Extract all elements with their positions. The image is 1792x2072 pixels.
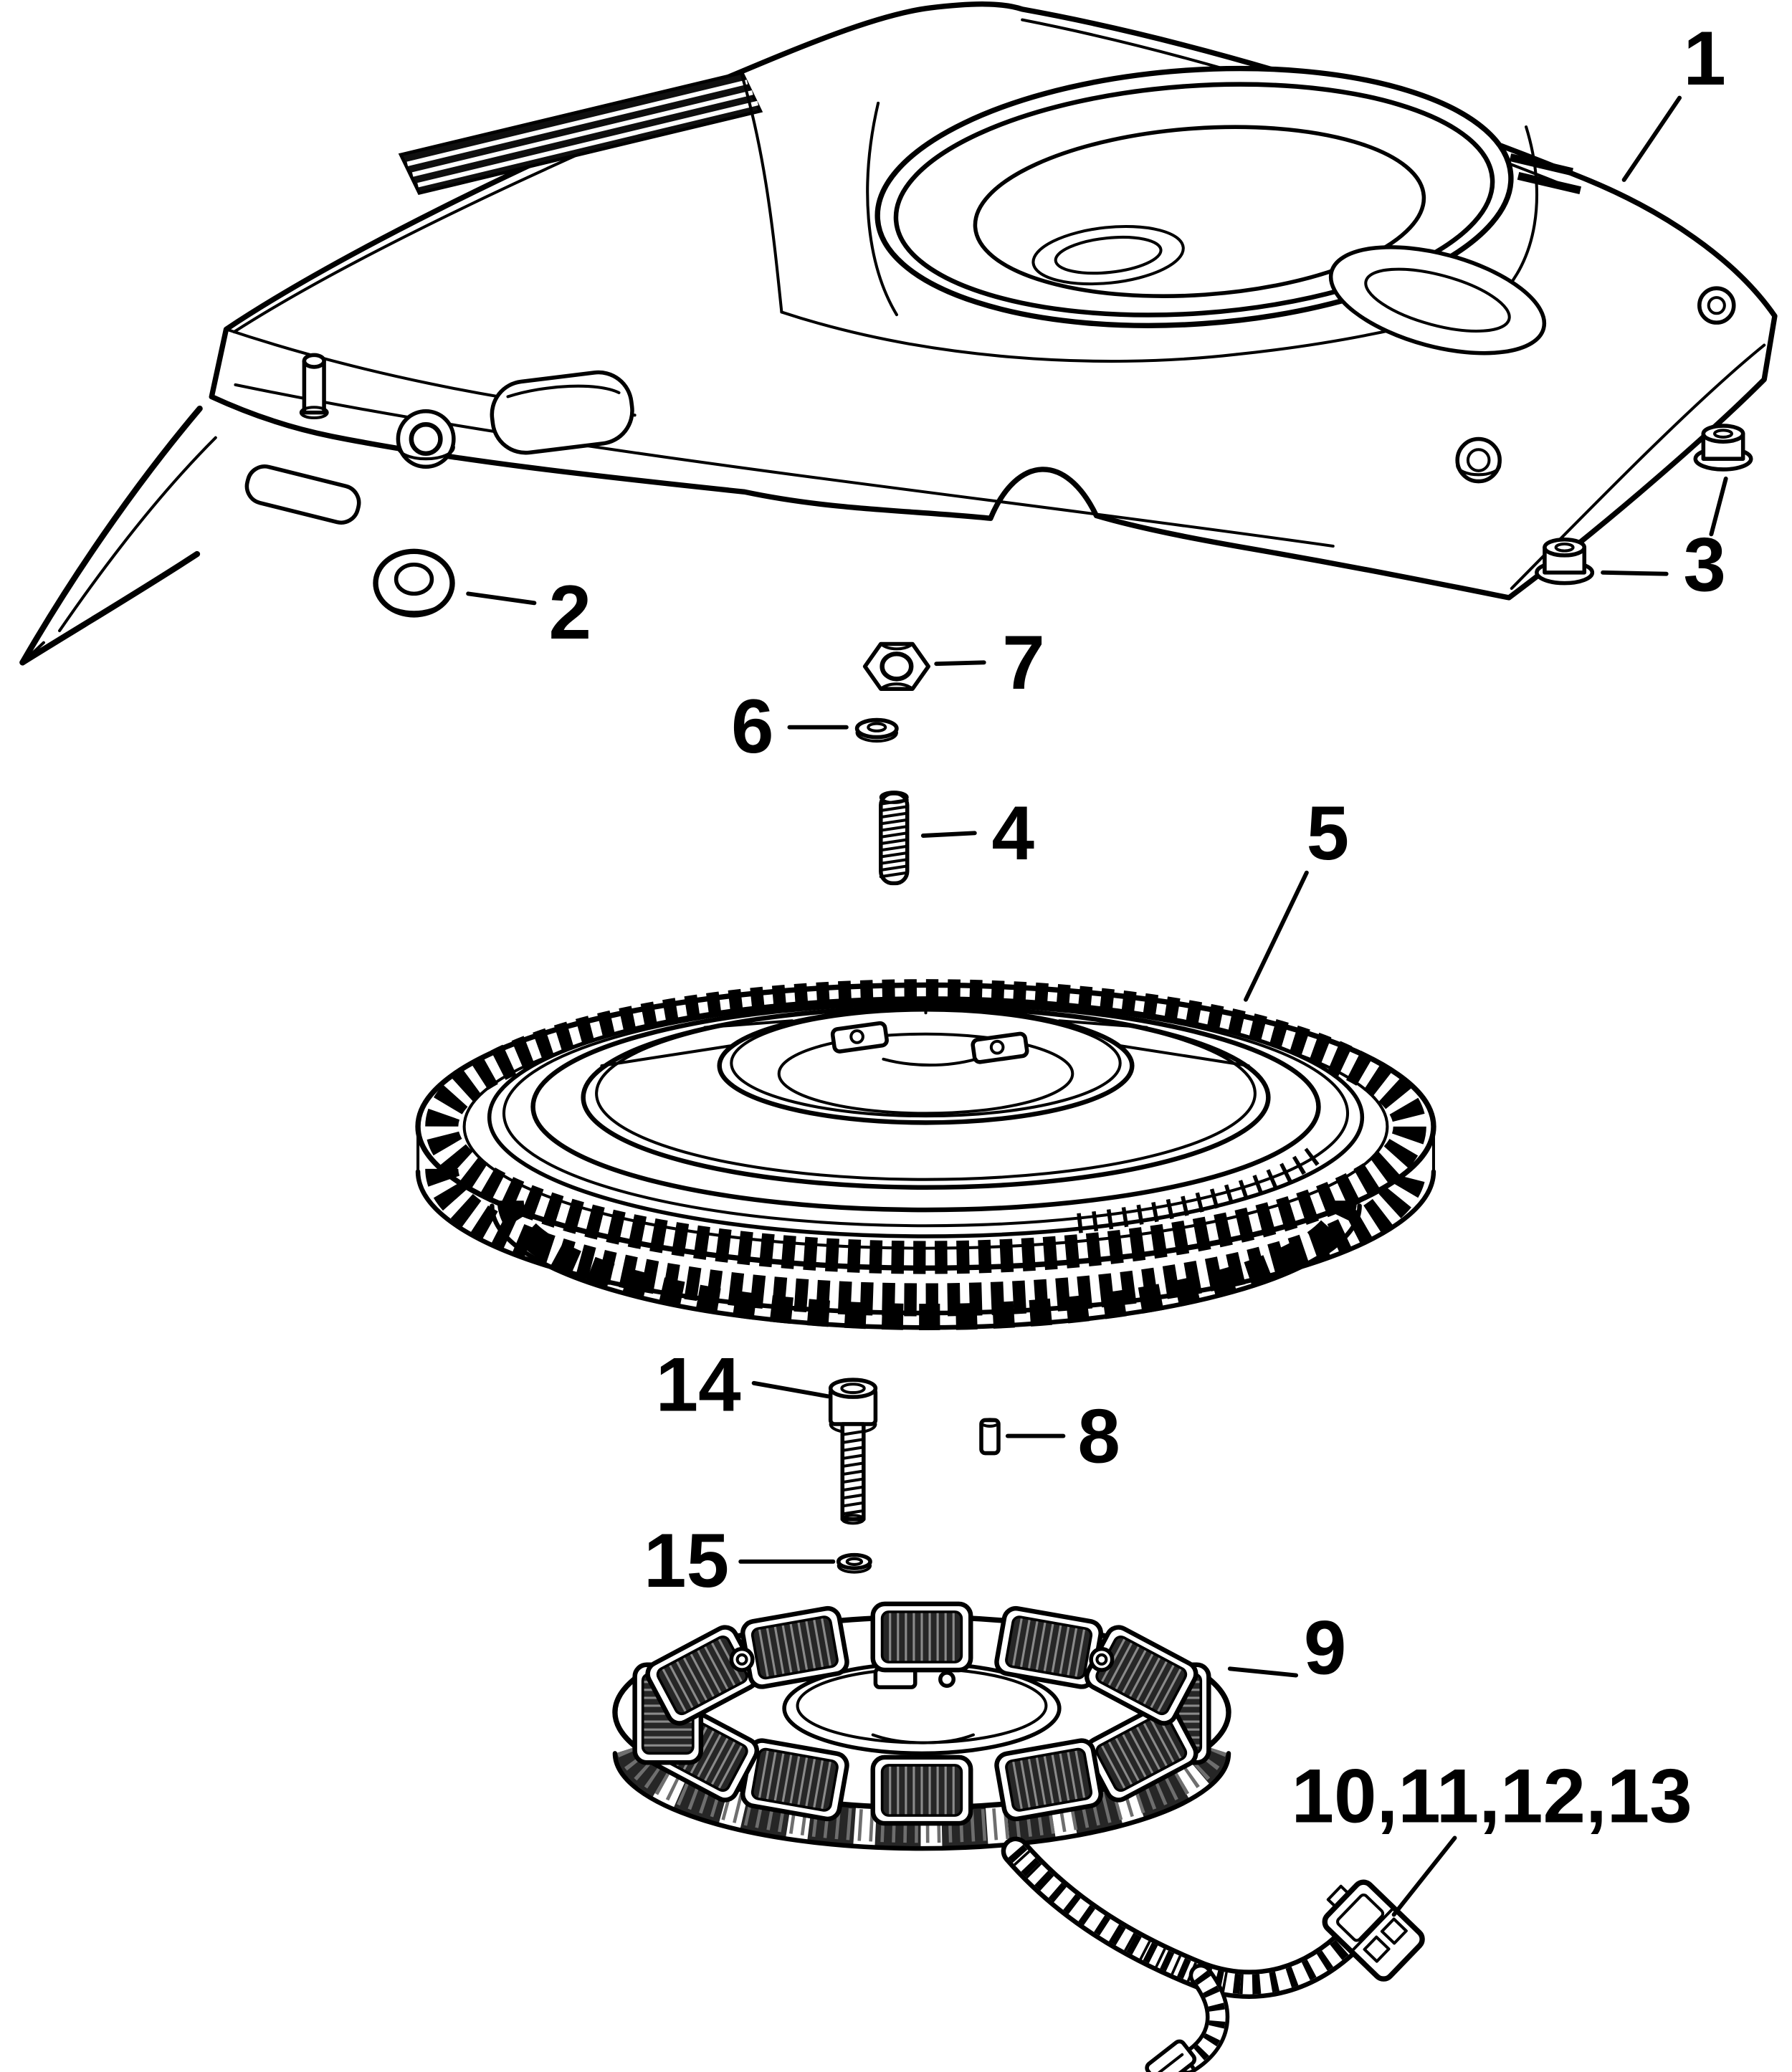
leader-9 [1227,1666,1299,1678]
part-harness-and-connector [1001,1836,1425,2072]
leader-4 [920,831,977,838]
part-flywheel [415,979,1436,1330]
part-stator [612,1604,1231,1851]
callout-5: 5 [1307,790,1350,876]
callout-4: 4 [992,790,1035,876]
leader-10-13 [1391,1835,1457,1917]
callout-14: 14 [656,1342,741,1428]
leader-3b [1709,476,1728,537]
leader-14 [751,1380,830,1399]
leader-1 [1621,95,1682,182]
part-nut [862,641,930,691]
callout-15: 15 [644,1517,729,1603]
callout-2: 2 [548,569,591,655]
part-stud [879,791,910,886]
leader-2 [466,591,537,606]
part-grommet [373,548,455,618]
harness-end-terminal [1145,2039,1197,2072]
harness-connector [1322,1879,1425,1982]
part-bolt [828,1378,878,1525]
callout-7: 7 [1002,619,1045,705]
callout-6: 6 [731,683,774,769]
leader-3a [1601,570,1669,576]
callout-3: 3 [1683,522,1726,608]
part-mount-grommets [1535,424,1753,586]
part-flat-washer [854,717,899,743]
part-pin [979,1418,1001,1456]
callout-8: 8 [1077,1393,1120,1479]
callout-9: 9 [1304,1605,1347,1691]
part-engine-cover [19,1,1778,666]
leader-7 [934,660,986,667]
leader-5 [1244,870,1309,1002]
callout-1: 1 [1683,15,1726,101]
brand-logo-marks [1509,153,1582,195]
part-small-washer [836,1552,872,1574]
callout-10-11-12-13: 10,11,12,13 [1291,1752,1692,1838]
callouts: 1 2 3 4 5 6 7 8 9 14 15 10,11,12,13 [466,15,1728,1917]
flywheel-spokes [600,996,1250,1068]
